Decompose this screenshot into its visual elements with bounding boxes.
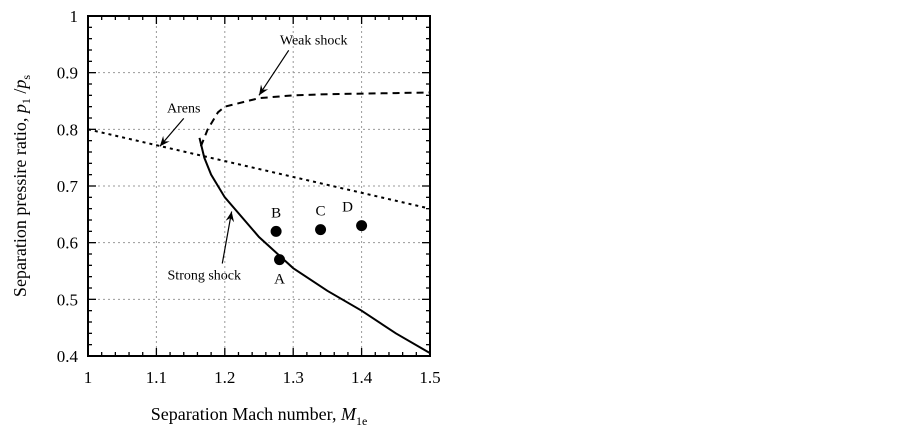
plot-frame — [87, 15, 431, 357]
data-point-c — [315, 224, 327, 236]
y-tick-label: 0.8 — [57, 120, 78, 139]
y-tick-label: 0.9 — [57, 64, 78, 83]
annotation-label: Strong shock — [168, 269, 242, 284]
point-label-a: A — [274, 272, 285, 288]
point-label-c: C — [316, 204, 326, 220]
y-axis-label-part: 1 — [19, 98, 33, 104]
x-tick-label: 1.5 — [419, 368, 440, 387]
y-tick-label: 0.4 — [57, 347, 79, 366]
x-tick-label: 1.1 — [146, 368, 167, 387]
y-axis-label: Separation pressire ratio, p1 /ps — [10, 75, 33, 297]
y-axis-label-part: s — [19, 75, 33, 80]
x-tick-label: 1 — [84, 368, 93, 387]
y-axis-label-part: p — [10, 80, 30, 91]
y-axis-label-part: / — [10, 89, 30, 99]
x-axis-label-var: M — [340, 404, 357, 424]
data-point-d — [356, 220, 368, 232]
x-tick-label: 1.4 — [351, 368, 373, 387]
arrowhead-icon — [159, 135, 170, 147]
point-label-d: D — [342, 200, 353, 216]
series-weak-shock — [199, 91, 431, 147]
y-axis-label-part: Separation pressire ratio, — [10, 113, 30, 297]
annotation-arrow — [258, 50, 290, 96]
y-axis-label-part: p — [10, 104, 30, 115]
y-tick-label: 0.5 — [57, 290, 78, 309]
y-tick-label: 0.7 — [57, 177, 79, 196]
annotation-label: Weak shock — [280, 33, 348, 48]
data-point-b — [270, 225, 282, 237]
point-label-b: B — [271, 205, 281, 221]
y-tick-label: 1 — [70, 7, 79, 26]
arrowhead-icon — [259, 84, 269, 96]
annotation-arrow — [221, 211, 233, 264]
x-tick-label: 1.2 — [214, 368, 235, 387]
y-tick-label: 0.6 — [57, 234, 78, 253]
annotation-label: Arens — [167, 101, 200, 116]
x-axis-label-text: Separation Mach number, — [151, 404, 341, 424]
x-axis-label-sub: 1e — [356, 414, 367, 428]
x-axis-label: Separation Mach number, M1e — [151, 404, 368, 428]
series-strong-shock — [198, 137, 431, 355]
x-tick-label: 1.3 — [283, 368, 304, 387]
series-arens — [87, 128, 431, 210]
arrowhead-icon — [225, 211, 235, 223]
data-point-a — [274, 254, 286, 266]
